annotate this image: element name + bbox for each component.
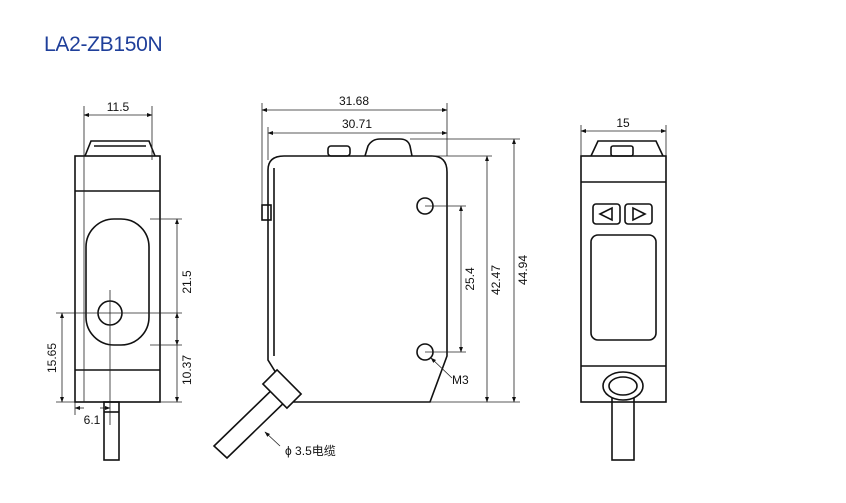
triangle-right-icon	[632, 206, 647, 222]
label-cable: ϕ 3.5电缆	[285, 444, 336, 458]
side-top-tab	[327, 145, 351, 157]
dim-back-width: 15	[616, 116, 630, 130]
back-cable	[611, 394, 635, 461]
dim-side-body: 30.71	[342, 117, 372, 131]
back-body	[580, 155, 667, 403]
side-top-cap	[364, 138, 413, 157]
dim-side-overall-height: 44.94	[516, 255, 530, 285]
dim-side-overall: 31.68	[339, 94, 369, 108]
dim-side-body-height: 42.47	[489, 265, 503, 295]
front-view: 11.5 21.5 10.37 15.65 6.1	[45, 100, 194, 461]
side-clip	[261, 204, 272, 221]
dim-front-bottom: 10.37	[180, 355, 194, 385]
back-cable-gland-inner	[608, 376, 638, 396]
dim-front-window-height: 21.5	[180, 270, 194, 294]
front-top-cap	[84, 140, 156, 157]
dim-front-width: 11.5	[107, 100, 130, 114]
drawing-title: LA2-ZB150N	[44, 33, 163, 56]
back-button-right[interactable]	[624, 203, 653, 225]
back-top-cap	[590, 140, 664, 157]
side-view: 31.68 30.71 25.4 42.47 44.94 M3 ϕ 3.5电缆	[212, 94, 530, 460]
triangle-left-icon	[598, 206, 613, 222]
dim-front-hole-height: 15.65	[45, 343, 59, 373]
dim-side-hole-pitch: 25.4	[463, 267, 477, 291]
back-display-window	[590, 234, 657, 341]
back-view: 15	[580, 116, 667, 461]
side-cable	[212, 381, 294, 460]
side-body	[267, 155, 448, 403]
label-screw: M3	[452, 373, 469, 387]
front-cable	[103, 401, 120, 461]
front-lens-window	[85, 218, 150, 346]
dim-front-offset: 6.1	[84, 413, 101, 427]
front-body	[74, 155, 161, 403]
side-cable-boot	[261, 368, 303, 410]
back-button-left[interactable]	[592, 203, 621, 225]
